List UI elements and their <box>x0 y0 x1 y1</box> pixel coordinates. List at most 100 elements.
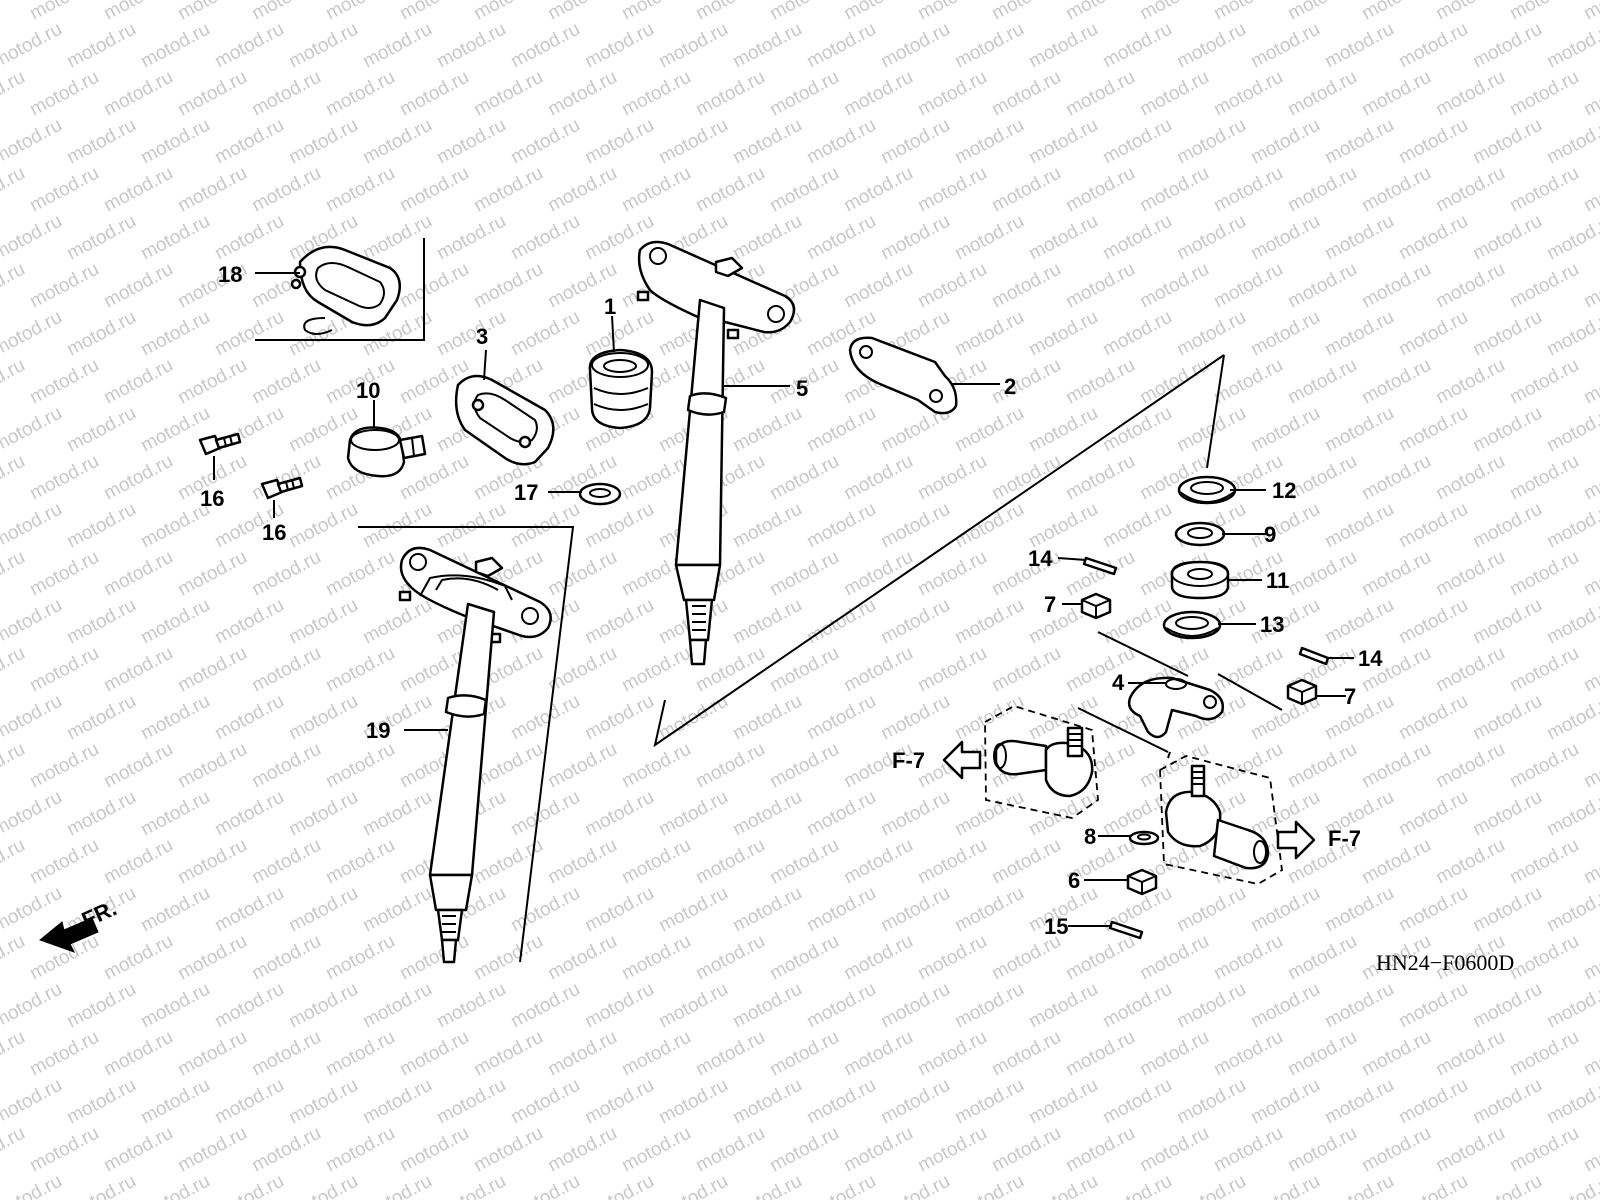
watermark-text: motod.ru <box>1358 835 1434 889</box>
watermark-text: motod.ru <box>951 787 1027 841</box>
watermark-text: motod.ru <box>729 211 805 265</box>
watermark-text: motod.ru <box>1395 211 1471 265</box>
watermark-text: motod.ru <box>1395 979 1471 1033</box>
watermark-text: motod.ru <box>951 1171 1027 1200</box>
ref-label-left: F-7 <box>892 748 925 773</box>
watermark-text: motod.ru <box>766 835 842 889</box>
watermark-text: motod.ru <box>507 691 583 745</box>
watermark-text: motod.ru <box>1321 1075 1397 1129</box>
watermark-text: motod.ru <box>729 595 805 649</box>
watermark-text: motod.ru <box>322 163 398 217</box>
part-14-cotter-pin-b <box>1298 646 1330 666</box>
watermark-text: motod.ru <box>63 595 139 649</box>
part-19-steering-shaft <box>398 546 552 964</box>
watermark-text: motod.ru <box>1469 115 1545 169</box>
watermark-text: motod.ru <box>1506 835 1582 889</box>
watermark-text: motod.ru <box>581 499 657 553</box>
watermark-text: motod.ru <box>100 163 176 217</box>
watermark-text: motod.ru <box>1099 115 1175 169</box>
callout-16-b: 16 <box>262 520 286 545</box>
watermark-text: motod.ru <box>1210 1027 1286 1081</box>
watermark-text: motod.ru <box>100 1027 176 1081</box>
watermark-text: motod.ru <box>951 691 1027 745</box>
watermark-text: motod.ru <box>581 787 657 841</box>
watermark-text: motod.ru <box>63 1075 139 1129</box>
watermark-text: motod.ru <box>322 67 398 121</box>
part-16-bolt-b <box>260 476 304 500</box>
watermark-text: motod.ru <box>137 1171 213 1200</box>
watermark-text: motod.ru <box>1025 19 1101 73</box>
watermark-text: motod.ru <box>1025 1171 1101 1200</box>
watermark-text: motod.ru <box>1284 931 1360 985</box>
watermark-text: motod.ru <box>1543 307 1600 361</box>
watermark-text: motod.ru <box>655 1171 731 1200</box>
part-9-washer <box>1174 521 1226 547</box>
watermark-text: motod.ru <box>914 643 990 697</box>
watermark-text: motod.ru <box>396 1027 472 1081</box>
tie-rod-end-left <box>984 705 1099 819</box>
part-12-bearing <box>1177 475 1237 505</box>
watermark-text: motod.ru <box>396 0 472 24</box>
part-4-arm <box>1127 676 1224 739</box>
watermark-text: motod.ru <box>26 451 102 505</box>
part-1-bushing <box>588 348 654 430</box>
watermark-text: motod.ru <box>1136 1027 1212 1081</box>
watermark-text: motod.ru <box>285 595 361 649</box>
watermark-text: motod.ru <box>359 595 435 649</box>
watermark-text: motod.ru <box>951 595 1027 649</box>
watermark-text: motod.ru <box>0 1171 66 1200</box>
tie-rod-end-right <box>1159 755 1283 885</box>
watermark-text: motod.ru <box>988 451 1064 505</box>
watermark-text: motod.ru <box>1395 19 1471 73</box>
ref-label-right: F-7 <box>1328 826 1361 851</box>
watermark-text: motod.ru <box>1543 787 1600 841</box>
watermark-text: motod.ru <box>840 643 916 697</box>
watermark-text: motod.ru <box>692 0 768 24</box>
callout-13: 13 <box>1260 612 1284 637</box>
watermark-text: motod.ru <box>1099 403 1175 457</box>
watermark-text: motod.ru <box>729 787 805 841</box>
watermark-text: motod.ru <box>1321 595 1397 649</box>
watermark-text: motod.ru <box>137 787 213 841</box>
watermark-text: motod.ru <box>137 19 213 73</box>
watermark-text: motod.ru <box>433 115 509 169</box>
watermark-text: motod.ru <box>1506 355 1582 409</box>
watermark-text: motod.ru <box>1358 547 1434 601</box>
watermark-text: motod.ru <box>1506 739 1582 793</box>
watermark-text: motod.ru <box>877 1075 953 1129</box>
watermark-text: motod.ru <box>174 739 250 793</box>
watermark-text: motod.ru <box>1099 307 1175 361</box>
watermark-text: motod.ru <box>100 547 176 601</box>
watermark-text: motod.ru <box>1580 1027 1600 1081</box>
watermark-text: motod.ru <box>1580 355 1600 409</box>
watermark-text: motod.ru <box>211 211 287 265</box>
watermark-text: motod.ru <box>988 259 1064 313</box>
part-3-bracket <box>454 374 555 466</box>
watermark-text: motod.ru <box>137 595 213 649</box>
watermark-text: motod.ru <box>1247 499 1323 553</box>
watermark-text: motod.ru <box>433 499 509 553</box>
watermark-text: motod.ru <box>544 0 620 24</box>
watermark-text: motod.ru <box>1099 211 1175 265</box>
watermark-text: motod.ru <box>470 163 546 217</box>
watermark-text: motod.ru <box>803 19 879 73</box>
watermark-text: motod.ru <box>1395 499 1471 553</box>
watermark-text: motod.ru <box>1358 67 1434 121</box>
watermark-text: motod.ru <box>470 0 546 24</box>
ref-arrow-left <box>942 740 982 780</box>
watermark-text: motod.ru <box>803 1075 879 1129</box>
watermark-text: motod.ru <box>0 643 29 697</box>
watermark-text: motod.ru <box>1432 643 1508 697</box>
watermark-text: motod.ru <box>1099 1075 1175 1129</box>
watermark-text: motod.ru <box>729 403 805 457</box>
watermark-text: motod.ru <box>137 979 213 1033</box>
watermark-text: motod.ru <box>100 931 176 985</box>
watermark-text: motod.ru <box>1247 979 1323 1033</box>
watermark-text: motod.ru <box>137 307 213 361</box>
watermark-text: motod.ru <box>396 931 472 985</box>
watermark-text: motod.ru <box>655 1075 731 1129</box>
watermark-text: motod.ru <box>0 355 29 409</box>
watermark-text: motod.ru <box>1062 547 1138 601</box>
watermark-text: motod.ru <box>914 0 990 24</box>
watermark-text: motod.ru <box>100 355 176 409</box>
